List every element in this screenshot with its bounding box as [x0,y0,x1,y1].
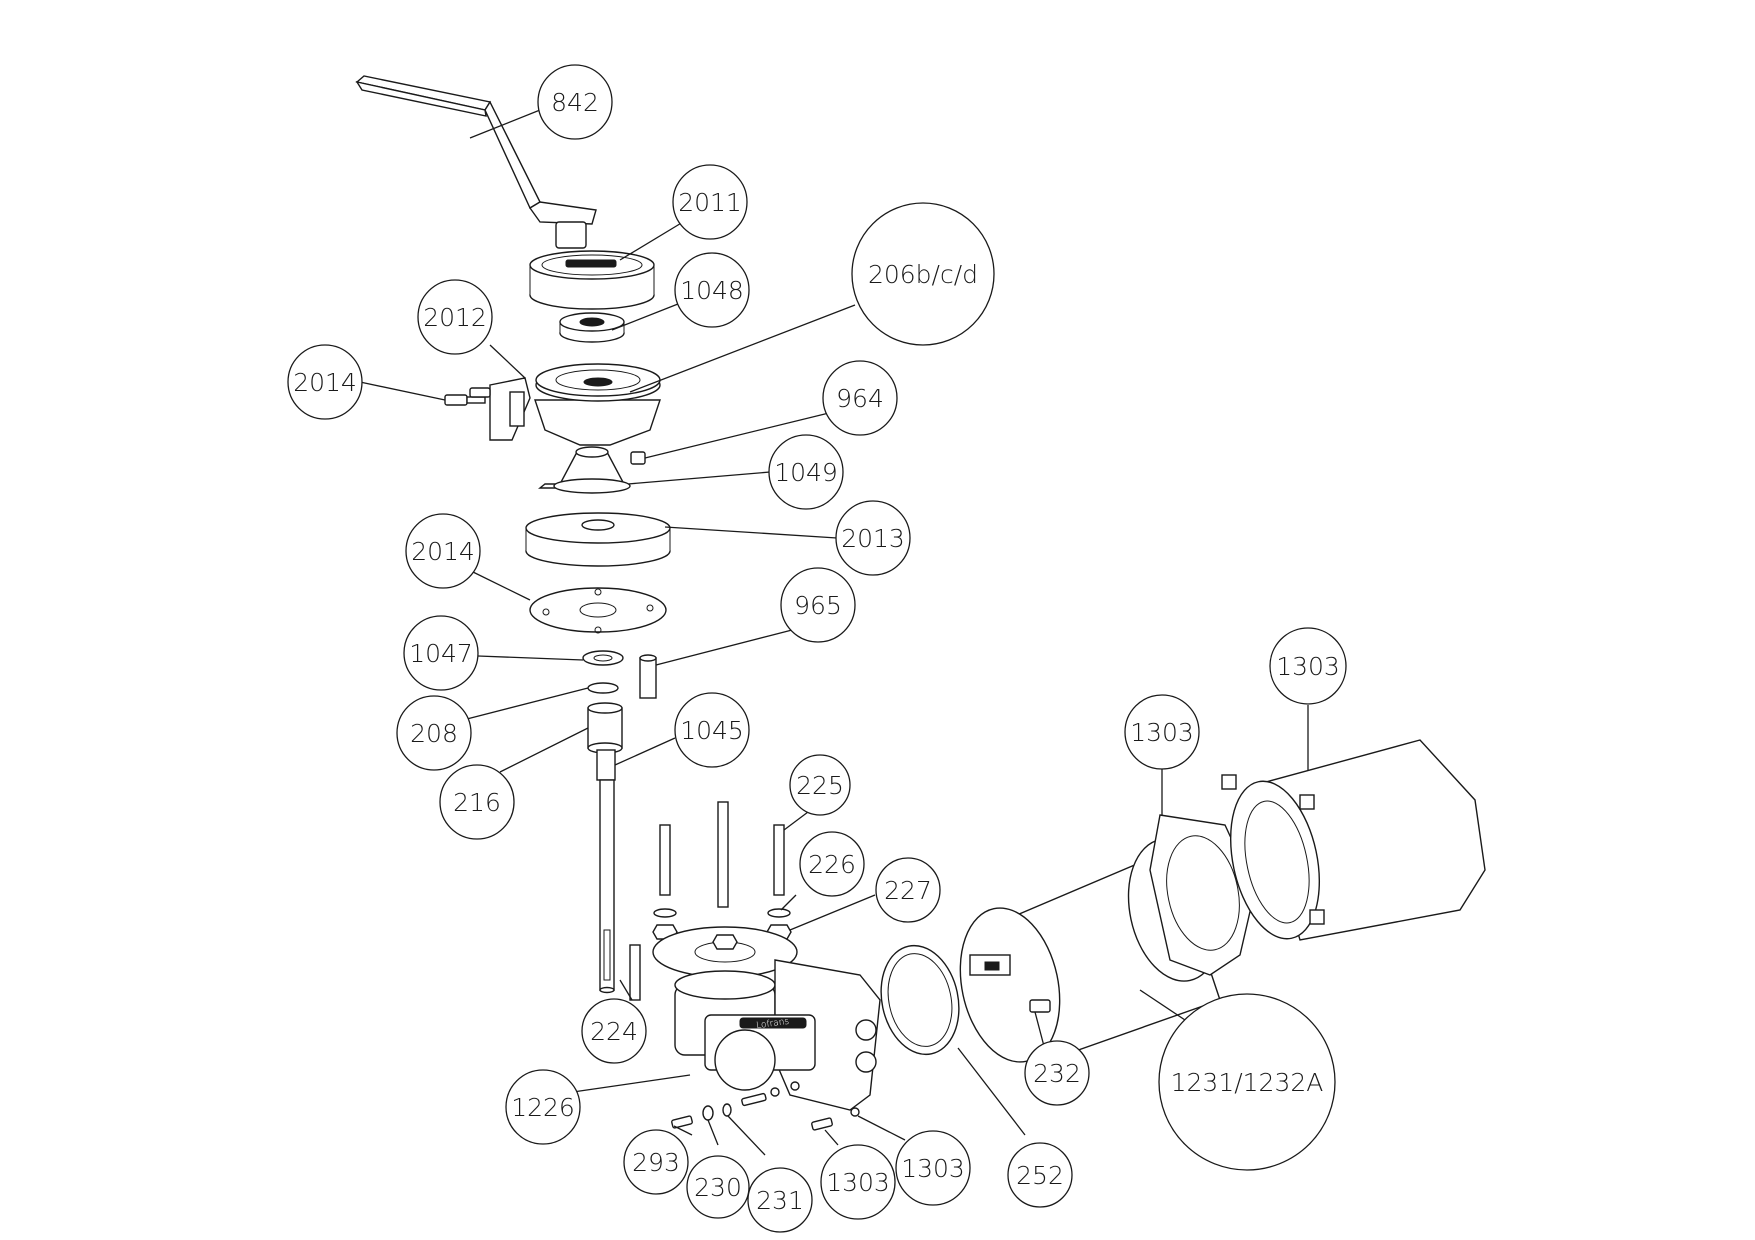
callout-label: 206b/c/d [868,260,978,289]
callout-2013: 2013 [835,500,911,576]
callout-label: 1226 [511,1093,575,1122]
part-1045-shaft [596,749,616,994]
callout-label: 1048 [680,276,744,305]
callout-208: 208 [396,695,472,771]
callout-2014-gasket: 2014 [405,513,481,589]
callout-225: 225 [789,754,851,816]
callout-1303-washer: 1303 [895,1130,971,1206]
callout-label: 252 [1016,1161,1064,1190]
callout-label: 1231/1232A [1171,1068,1324,1097]
callout-label: 1049 [774,458,838,487]
callout-1303-adapter: 1303 [1124,694,1200,770]
callout-1045: 1045 [674,692,750,768]
part-1048-bushing [559,312,625,343]
part-2013-base [525,512,671,567]
callout-2014-top: 2014 [287,344,363,420]
part-208-oring [587,682,619,694]
part-1049-cone [538,446,631,494]
callout-label: 842 [551,88,599,117]
part-2014-screws [444,387,491,406]
callout-1048: 1048 [674,252,750,328]
callout-label: 225 [796,771,844,800]
callout-label: 224 [590,1017,638,1046]
part-2012-drum [489,363,661,446]
part-227-flange [652,926,798,978]
callout-label: 2012 [423,303,487,332]
callout-1303-cover: 1303 [1269,627,1347,705]
callout-1231-1232A: 1231/1232A [1158,993,1336,1171]
callout-label: 964 [836,384,884,413]
callout-label: 2014 [411,537,475,566]
part-224-key [629,944,641,1001]
callout-label: 208 [410,719,458,748]
callout-206bcd: 206b/c/d [851,202,995,346]
part-216-sleeve [587,702,623,754]
callout-232: 232 [1024,1040,1090,1106]
callout-label: 230 [694,1173,742,1202]
callout-1049: 1049 [768,434,844,510]
part-964-pin [630,451,646,465]
callout-1047: 1047 [403,615,479,691]
part-1226-gearbox: Lofrans [674,959,881,1111]
callout-label: 2011 [678,188,742,217]
part-2011-cap [529,250,655,310]
brand-mark: Lofrans [756,1017,791,1032]
callout-1226: 1226 [505,1069,581,1145]
part-1047-washer [582,650,624,666]
callout-label: 226 [808,850,856,879]
callout-label: 293 [632,1148,680,1177]
callout-label: 1303 [901,1154,965,1183]
callout-label: 2014 [293,368,357,397]
callout-label: 1303 [1276,652,1340,681]
parts-drawing: Lofrans [355,75,1486,1131]
callout-label: 216 [453,788,501,817]
callout-label: 1047 [409,639,473,668]
callout-227: 227 [875,857,941,923]
callout-230: 230 [686,1155,750,1219]
callout-252: 252 [1007,1142,1073,1208]
callout-bubbles: 842 2011 1048 206b/c/d 2012 2014 964 10 [287,64,1347,1233]
callout-964: 964 [822,360,898,436]
part-252-gasket [880,944,960,1056]
part-225-studs [659,801,785,908]
callout-label: 1303 [826,1168,890,1197]
callout-label: 965 [794,591,842,620]
part-bottom-fasteners [671,1081,860,1131]
callout-label: 231 [756,1186,804,1215]
callout-2011: 2011 [672,164,748,240]
callout-1303-screw: 1303 [820,1144,896,1220]
callout-226: 226 [799,831,865,897]
callout-293: 293 [623,1129,689,1195]
part-1303-cover [1221,739,1486,941]
callout-231: 231 [747,1167,813,1233]
callout-label: 1303 [1130,718,1194,747]
part-965-pin [639,654,657,699]
callout-842: 842 [537,64,613,140]
callout-965: 965 [780,567,856,643]
part-842-handle [355,75,597,249]
callout-label: 2013 [841,524,905,553]
callout-label: 232 [1033,1059,1081,1088]
callout-216: 216 [439,764,515,840]
callout-label: 1045 [680,716,744,745]
part-2014-gasket [529,587,667,634]
callout-2012: 2012 [417,279,493,355]
callout-label: 227 [884,876,932,905]
callout-224: 224 [581,998,647,1064]
